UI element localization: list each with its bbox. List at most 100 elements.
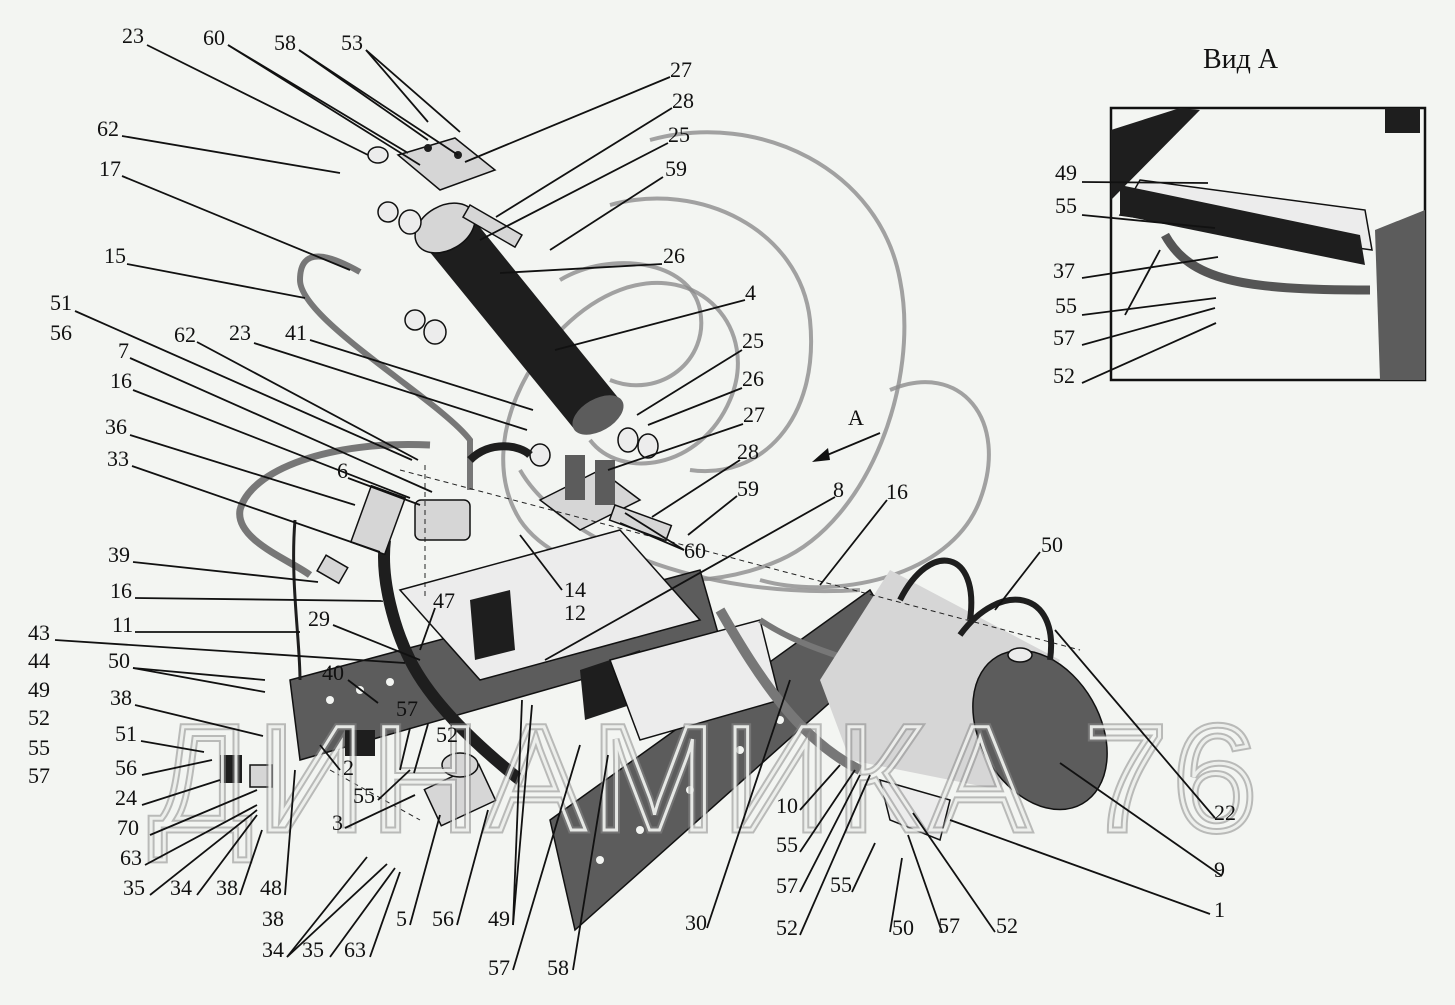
callout: 7 xyxy=(118,338,129,363)
callout: 50 xyxy=(892,915,914,940)
leader-line xyxy=(329,867,396,958)
leader-line xyxy=(512,699,523,926)
callout: 17 xyxy=(99,156,121,181)
inset-callout: 52 xyxy=(1053,363,1075,388)
leader-line xyxy=(1081,322,1217,384)
callout: 1 xyxy=(1214,897,1225,922)
leader-line xyxy=(126,263,306,299)
tank-strap-2 xyxy=(957,596,1055,661)
leader-line xyxy=(1059,762,1223,877)
hydraulic-cylinder xyxy=(414,202,624,435)
leader-line xyxy=(456,809,489,926)
leader-line xyxy=(365,49,429,123)
callout: 58 xyxy=(274,30,296,55)
callout: 2 xyxy=(343,755,354,780)
leader-line xyxy=(912,812,996,933)
callout: 38 xyxy=(110,685,132,710)
callout: 49 xyxy=(488,906,510,931)
leader-line xyxy=(332,624,421,661)
callout: 47 xyxy=(433,588,455,613)
callout: 11 xyxy=(112,612,133,637)
callout: 60 xyxy=(684,538,706,563)
leader-line xyxy=(647,387,743,426)
watermark: ДИНАМИКА 76 ДИНАМИКА 76 xyxy=(147,691,1262,866)
leader-line xyxy=(619,522,685,551)
callout: 70 xyxy=(117,815,139,840)
callout: 62 xyxy=(97,116,119,141)
watermark-text-inner: ДИНАМИКА 76 xyxy=(150,694,1262,862)
leader-line xyxy=(636,349,743,416)
leader-line xyxy=(399,727,411,771)
callout: 59 xyxy=(665,156,687,181)
leader-line xyxy=(284,769,296,896)
leader-line xyxy=(129,434,356,506)
leader-line xyxy=(651,459,741,518)
callout: 30 xyxy=(685,910,707,935)
leader-line xyxy=(134,597,384,602)
tank-support-bracket xyxy=(878,778,951,842)
callout: 8 xyxy=(833,477,844,502)
leader-line xyxy=(144,804,258,866)
callout: 25 xyxy=(668,122,690,147)
view-a-inset: Вид А xyxy=(1109,44,1427,382)
callout: 39 xyxy=(108,542,130,567)
callout: 14 xyxy=(564,577,586,602)
callout: 63 xyxy=(344,937,366,962)
leader-line xyxy=(799,764,841,811)
callout: 55 xyxy=(353,783,375,808)
leader-line xyxy=(131,465,381,553)
callout: 59 xyxy=(737,476,759,501)
callout: 38 xyxy=(216,875,238,900)
callout: 27 xyxy=(743,402,765,427)
leader-line xyxy=(706,679,791,929)
leader-line xyxy=(1081,307,1216,346)
leader-line xyxy=(819,499,888,586)
leader-line xyxy=(413,723,429,774)
leader-line xyxy=(994,551,1041,611)
leader-line xyxy=(377,769,411,801)
inset-callout: 49 xyxy=(1055,160,1077,185)
callout: 12 xyxy=(564,600,586,625)
callout: 35 xyxy=(123,875,145,900)
leader-line xyxy=(298,49,459,156)
leader-line xyxy=(544,496,836,661)
leader-line xyxy=(227,44,421,166)
callout: 23 xyxy=(229,320,251,345)
leader-line xyxy=(74,310,413,461)
leader-line xyxy=(499,263,663,274)
callout: 16 xyxy=(110,368,132,393)
callout: 16 xyxy=(886,479,908,504)
leader-line xyxy=(554,299,746,351)
inset-callout: 57 xyxy=(1053,325,1075,350)
leader-line xyxy=(907,834,943,933)
callout: 29 xyxy=(308,606,330,631)
leader-line xyxy=(687,495,738,536)
leader-line xyxy=(286,863,388,958)
filler-cap xyxy=(1007,647,1033,663)
leader-line xyxy=(1081,181,1209,184)
callout: 3 xyxy=(332,810,343,835)
leader-line xyxy=(1081,256,1219,279)
inset-callout: 55 xyxy=(1055,193,1077,218)
callout: 50 xyxy=(1041,532,1063,557)
leader-line xyxy=(141,779,221,806)
callout: 22 xyxy=(1214,800,1236,825)
callout: 10 xyxy=(776,793,798,818)
callout: 53 xyxy=(341,30,363,55)
callout: 63 xyxy=(120,845,142,870)
leader-line xyxy=(196,341,419,461)
callout: 55 xyxy=(28,735,50,760)
leader-line xyxy=(419,607,436,651)
inset-callout: 55 xyxy=(1055,293,1077,318)
leader-line xyxy=(495,107,673,218)
callout: 4 xyxy=(745,280,756,305)
callout: 23 xyxy=(122,23,144,48)
leader-line xyxy=(512,704,533,926)
leader-line xyxy=(799,774,861,893)
leader-line xyxy=(129,357,433,493)
leader-line xyxy=(889,857,903,933)
leader-line xyxy=(121,175,351,271)
leader-line xyxy=(799,774,871,936)
leader-line xyxy=(146,44,369,156)
